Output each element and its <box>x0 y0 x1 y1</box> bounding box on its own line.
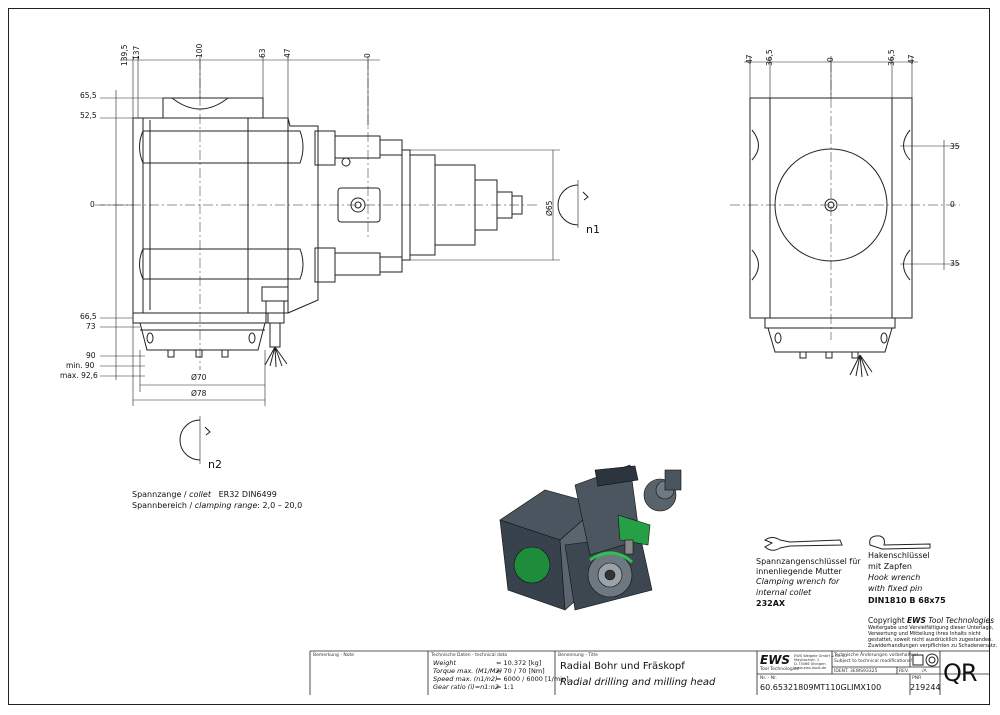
ews-logo: EWS <box>760 653 791 667</box>
dim-dia-78: Ø78 <box>191 389 207 398</box>
rev-label: REV. <box>899 669 909 674</box>
tb-title-en: Radial drilling and milling head <box>560 677 716 688</box>
side-dim-top-2: 36,5 <box>765 49 774 66</box>
ews-logo-sub: Tool Technologies <box>760 667 800 672</box>
collet-line-2: Spannbereich / clamping range: 2,0 – 20,… <box>132 501 303 510</box>
wrench-1-en2: internal collet <box>756 588 812 597</box>
tb-speed-val: = 6000 / 6000 [1/min] <box>496 675 569 683</box>
dim-left-7: min. 90 <box>66 361 95 370</box>
wrench-2-en2: with fixed pin <box>868 584 923 593</box>
copyright-line-3: gestattet, soweit nicht ausdrücklich zug… <box>868 637 993 643</box>
tb-torque-label: Torque max. (M1/M2) <box>433 667 503 675</box>
copyright-line-2: Verwertung und Mitteilung ihres Inhalts … <box>868 631 981 637</box>
company-line-4: www.ews-tools.de <box>794 666 827 670</box>
side-dim-right-2: 0 <box>950 200 955 209</box>
side-dim-right-3: 35 <box>950 259 960 268</box>
dim-dia-70: Ø70 <box>191 373 207 382</box>
copyright-title: Copyright EWS Tool Technologies <box>868 616 995 625</box>
dim-left-2: 52,5 <box>80 111 97 120</box>
side-dim-top-5: 47 <box>907 54 916 64</box>
dim-top-5: 47 <box>283 48 292 58</box>
pos-label: PNR <box>912 676 922 681</box>
dim-top-1: 139,5 <box>120 44 129 66</box>
part-number: 60.65321809MT110GLIMX100 <box>760 683 882 692</box>
tb-weight-val: = 10.372 [kg] <box>496 659 542 667</box>
dim-top-4: 63 <box>258 48 267 58</box>
wrench-1-en1: Clamping wrench for <box>756 577 840 586</box>
dim-left-5: 73 <box>86 322 96 331</box>
wrench-2-de1: Hakenschlüssel <box>868 551 930 560</box>
copyright-line-4: Zuwiderhandlungen verpflichten zu Schade… <box>868 643 998 649</box>
dim-dia-65: Ø65 <box>545 200 554 216</box>
tb-weight-label: Weight <box>433 659 457 667</box>
wrench-1-de2: innenliegende Mutter <box>756 567 842 576</box>
side-dim-top-3: 0 <box>826 57 835 62</box>
dim-top-2: 137 <box>132 45 141 60</box>
dim-left-3: 0 <box>90 200 95 209</box>
rev-value: /A <box>922 669 927 674</box>
dim-left-4: 66,5 <box>80 312 97 321</box>
tb-title-de: Radial Bohr und Fräskopf <box>560 661 685 672</box>
ident-label: IDENT. <box>834 669 849 674</box>
side-dim-right-1: 35 <box>950 142 960 151</box>
company-line-1: EWS Weigele GmbH & Co. KG <box>794 654 848 658</box>
ident-value: 3EWS93325 <box>850 669 878 674</box>
company-line-3: D-73066 Uhingen <box>794 662 826 666</box>
qr-label: QR <box>943 659 978 687</box>
dim-top-3: 100 <box>195 43 204 58</box>
wrench-2-en1: Hook wrench <box>868 573 921 582</box>
iso-render <box>499 464 682 611</box>
dim-left-8: max. 92,6 <box>60 371 98 380</box>
wrench-2-code: DIN1810 B 68x75 <box>868 596 946 605</box>
tb-remark-label: Bemerkung - Note <box>313 653 355 658</box>
tb-torque-val: = 70 / 70 [Nm] <box>496 667 545 675</box>
changes-de: Technische Änderungen vorbehalten! <box>834 653 919 658</box>
rotation-n2-label: n2 <box>208 458 222 471</box>
tb-gear-label: Gear ratio (i)=n1:n2 <box>433 683 499 691</box>
changes-en: Subject to technical modifications! <box>834 659 913 664</box>
wrench-2-de2: mit Zapfen <box>868 562 912 571</box>
copyright-line-1: Weitergabe und Vervielfältigung dieser U… <box>868 625 994 631</box>
drawing-frame <box>8 8 990 705</box>
tb-name-label: Benennung - Title <box>558 653 598 658</box>
wrench-1-code: 232AX <box>756 599 786 608</box>
company-line-2: Maybachstr. 1 <box>794 658 820 662</box>
dim-left-1: 65,5 <box>80 91 97 100</box>
dim-top-6: 0 <box>363 53 372 58</box>
tb-speed-label: Speed max. (n1/n2) <box>433 675 498 683</box>
rotation-n1-label: n1 <box>586 223 600 236</box>
nr-label: Nr. - Nr. <box>760 676 777 681</box>
tb-gear-val: = 1:1 <box>496 683 514 691</box>
dim-left-6: 90 <box>86 351 96 360</box>
collet-line-1: Spannzange / collet ER32 DIN6499 <box>132 490 277 499</box>
side-dim-top-4: 36,5 <box>887 49 896 66</box>
side-dim-top-1: 47 <box>745 54 754 64</box>
pos-number: 219244 <box>910 683 941 692</box>
wrench-1-de1: Spannzangenschlüssel für <box>756 557 861 566</box>
tb-tech-label: Technische Daten - technical data <box>431 653 508 658</box>
